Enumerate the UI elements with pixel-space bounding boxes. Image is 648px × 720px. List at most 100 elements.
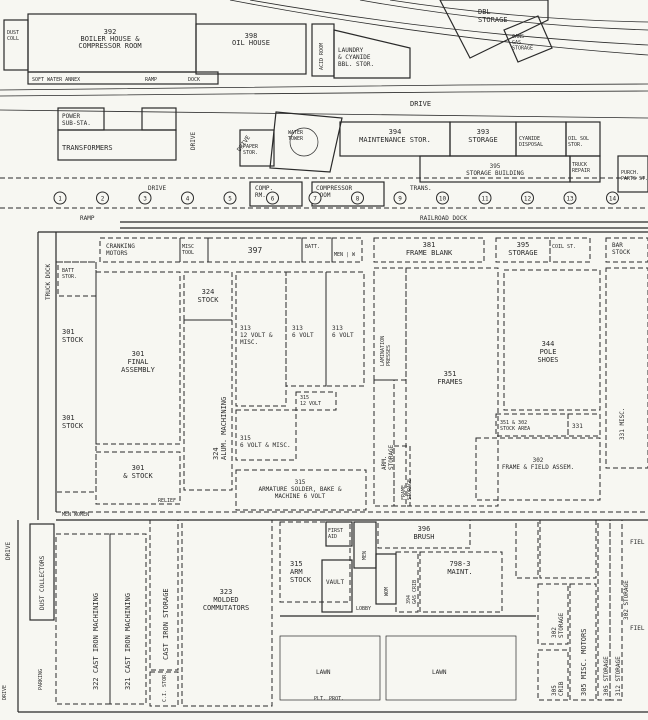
vault-label: VAULT xyxy=(326,579,344,586)
column-marker xyxy=(351,191,364,205)
comp-rm-label: COMP.RM. xyxy=(255,185,273,199)
dbl-storage xyxy=(439,0,549,59)
lawn-b-label: LAWN xyxy=(432,669,447,676)
purchase-parts xyxy=(617,155,648,193)
misc-331-label: 331 MISC. xyxy=(619,407,626,440)
column-marker xyxy=(308,191,322,205)
column-marker xyxy=(606,191,619,205)
alum-machining xyxy=(183,319,233,491)
final-assembly xyxy=(95,271,181,445)
misc-motors-label: 305 MISC. MOTORS xyxy=(580,629,588,696)
arm-stock-area xyxy=(279,521,351,603)
column-marker xyxy=(53,191,67,205)
batt-shed xyxy=(141,107,177,131)
column-marker xyxy=(521,191,534,205)
cast-iron-machining-a xyxy=(55,533,111,705)
pole-shoes xyxy=(503,269,601,411)
armature-solder xyxy=(235,469,367,511)
men-w-label: MEN | W xyxy=(334,252,356,258)
ci-stor xyxy=(149,671,179,707)
cz-storage-label: C.I. STOR. xyxy=(162,672,168,702)
frame-storage-label: FRAMESTORAGE xyxy=(401,479,413,500)
water-tower-area xyxy=(269,111,343,173)
misc-motors xyxy=(569,583,597,701)
transformers-yard xyxy=(57,129,177,161)
lamination-label: LAMINATIONPRESSES xyxy=(380,336,392,366)
batt-stor xyxy=(57,261,97,297)
frame-blank xyxy=(373,237,485,263)
column-marker-label: 3 xyxy=(143,196,147,203)
batt-room xyxy=(301,237,333,263)
column-marker-label: 8 xyxy=(356,196,360,203)
comp-rm xyxy=(249,181,303,207)
oil-house xyxy=(195,23,307,75)
storage-305-label: 305 STORAGE xyxy=(603,656,610,696)
storage-302-label: 302STORAGE xyxy=(551,612,565,638)
men-w-room xyxy=(331,237,363,263)
cast-iron-machining-b xyxy=(109,533,147,705)
wom-b-label: WOM xyxy=(384,587,390,596)
trans-label: TRANS. xyxy=(410,185,432,192)
first-aid xyxy=(325,521,353,547)
frame-field-assem xyxy=(475,437,601,501)
truck-dock-label: TRUCK DOCK xyxy=(45,263,52,300)
drive-left-label: DRIVE xyxy=(5,542,12,560)
ramp-mid-label: RAMP xyxy=(80,215,95,222)
railroad-dock: RAILROAD DOCK xyxy=(120,215,648,229)
brush-396 xyxy=(377,519,471,549)
bay-331-small xyxy=(567,413,601,437)
crib-305-label: 305CRIB xyxy=(551,681,565,696)
field-a-label: FIEL xyxy=(630,539,645,546)
cast-iron-storage-label: CAST IRON STORAGE xyxy=(162,588,170,660)
men-room-b xyxy=(353,521,377,569)
column-marker xyxy=(436,191,449,205)
column-marker-label: 12 xyxy=(524,196,532,203)
acid-room-label: ACID ROOM xyxy=(319,43,325,70)
gas-crib-label: 394GAS CRIB xyxy=(406,580,418,604)
column-marker-label: 9 xyxy=(398,196,402,203)
volt-313b xyxy=(285,271,327,387)
purchase-parts-label: PURCH.PARTS ST. xyxy=(621,170,648,182)
dust-collectors xyxy=(29,523,55,621)
cim-a-label: 322 CAST IRON MACHINING xyxy=(92,593,100,690)
cans-gas-storage xyxy=(503,15,553,63)
rail-tracks xyxy=(0,0,648,119)
storage-302b-label: 302 STORAGE xyxy=(623,580,630,620)
water-tower xyxy=(289,127,319,157)
dock-top-label: DOCK xyxy=(188,77,200,83)
transformers-label: TRANSFORMERS xyxy=(62,144,113,152)
column-marker-label: 4 xyxy=(186,196,190,203)
paper-stor xyxy=(239,129,275,167)
volt-315a xyxy=(295,391,337,411)
ramp-top-label: RAMP xyxy=(145,77,157,83)
volt-313c xyxy=(325,271,365,387)
column-marker xyxy=(393,191,407,205)
column-marker-label: 2 xyxy=(101,196,105,203)
lawn-a xyxy=(279,635,381,701)
parking-label: PARKING xyxy=(38,669,44,690)
lawn-a-label: LAWN xyxy=(316,669,331,676)
armature-storage-label: ARM.STORAGE xyxy=(381,444,395,470)
